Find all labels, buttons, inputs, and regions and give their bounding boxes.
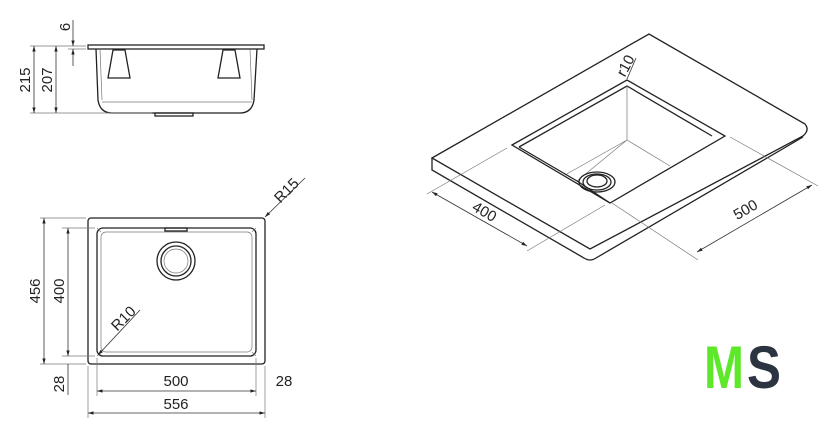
dim-456: 456	[27, 278, 44, 303]
dim-6: 6	[57, 23, 74, 31]
dim-215: 215	[17, 67, 34, 92]
dim-28-left: 28	[51, 376, 68, 393]
dim-r10-iso: r10	[613, 52, 638, 79]
isometric-view: r10 400 500	[426, 33, 819, 261]
dim-207: 207	[39, 67, 56, 92]
dim-500-iso: 500	[731, 196, 761, 223]
dim-28-right: 28	[276, 373, 293, 390]
plan-view: 456 400 28 500 556 28 R15 R10	[27, 175, 306, 418]
logo-s: S	[747, 334, 781, 401]
ms-logo: M S	[704, 334, 781, 401]
dim-r10: R10	[108, 303, 139, 334]
dim-500: 500	[163, 373, 188, 390]
dim-r15: R15	[271, 175, 302, 206]
logo-m: M	[704, 334, 744, 401]
dim-400-iso: 400	[469, 198, 499, 225]
dim-556: 556	[163, 396, 188, 413]
side-view: 215 207 6	[17, 20, 265, 117]
dim-400: 400	[51, 278, 68, 303]
